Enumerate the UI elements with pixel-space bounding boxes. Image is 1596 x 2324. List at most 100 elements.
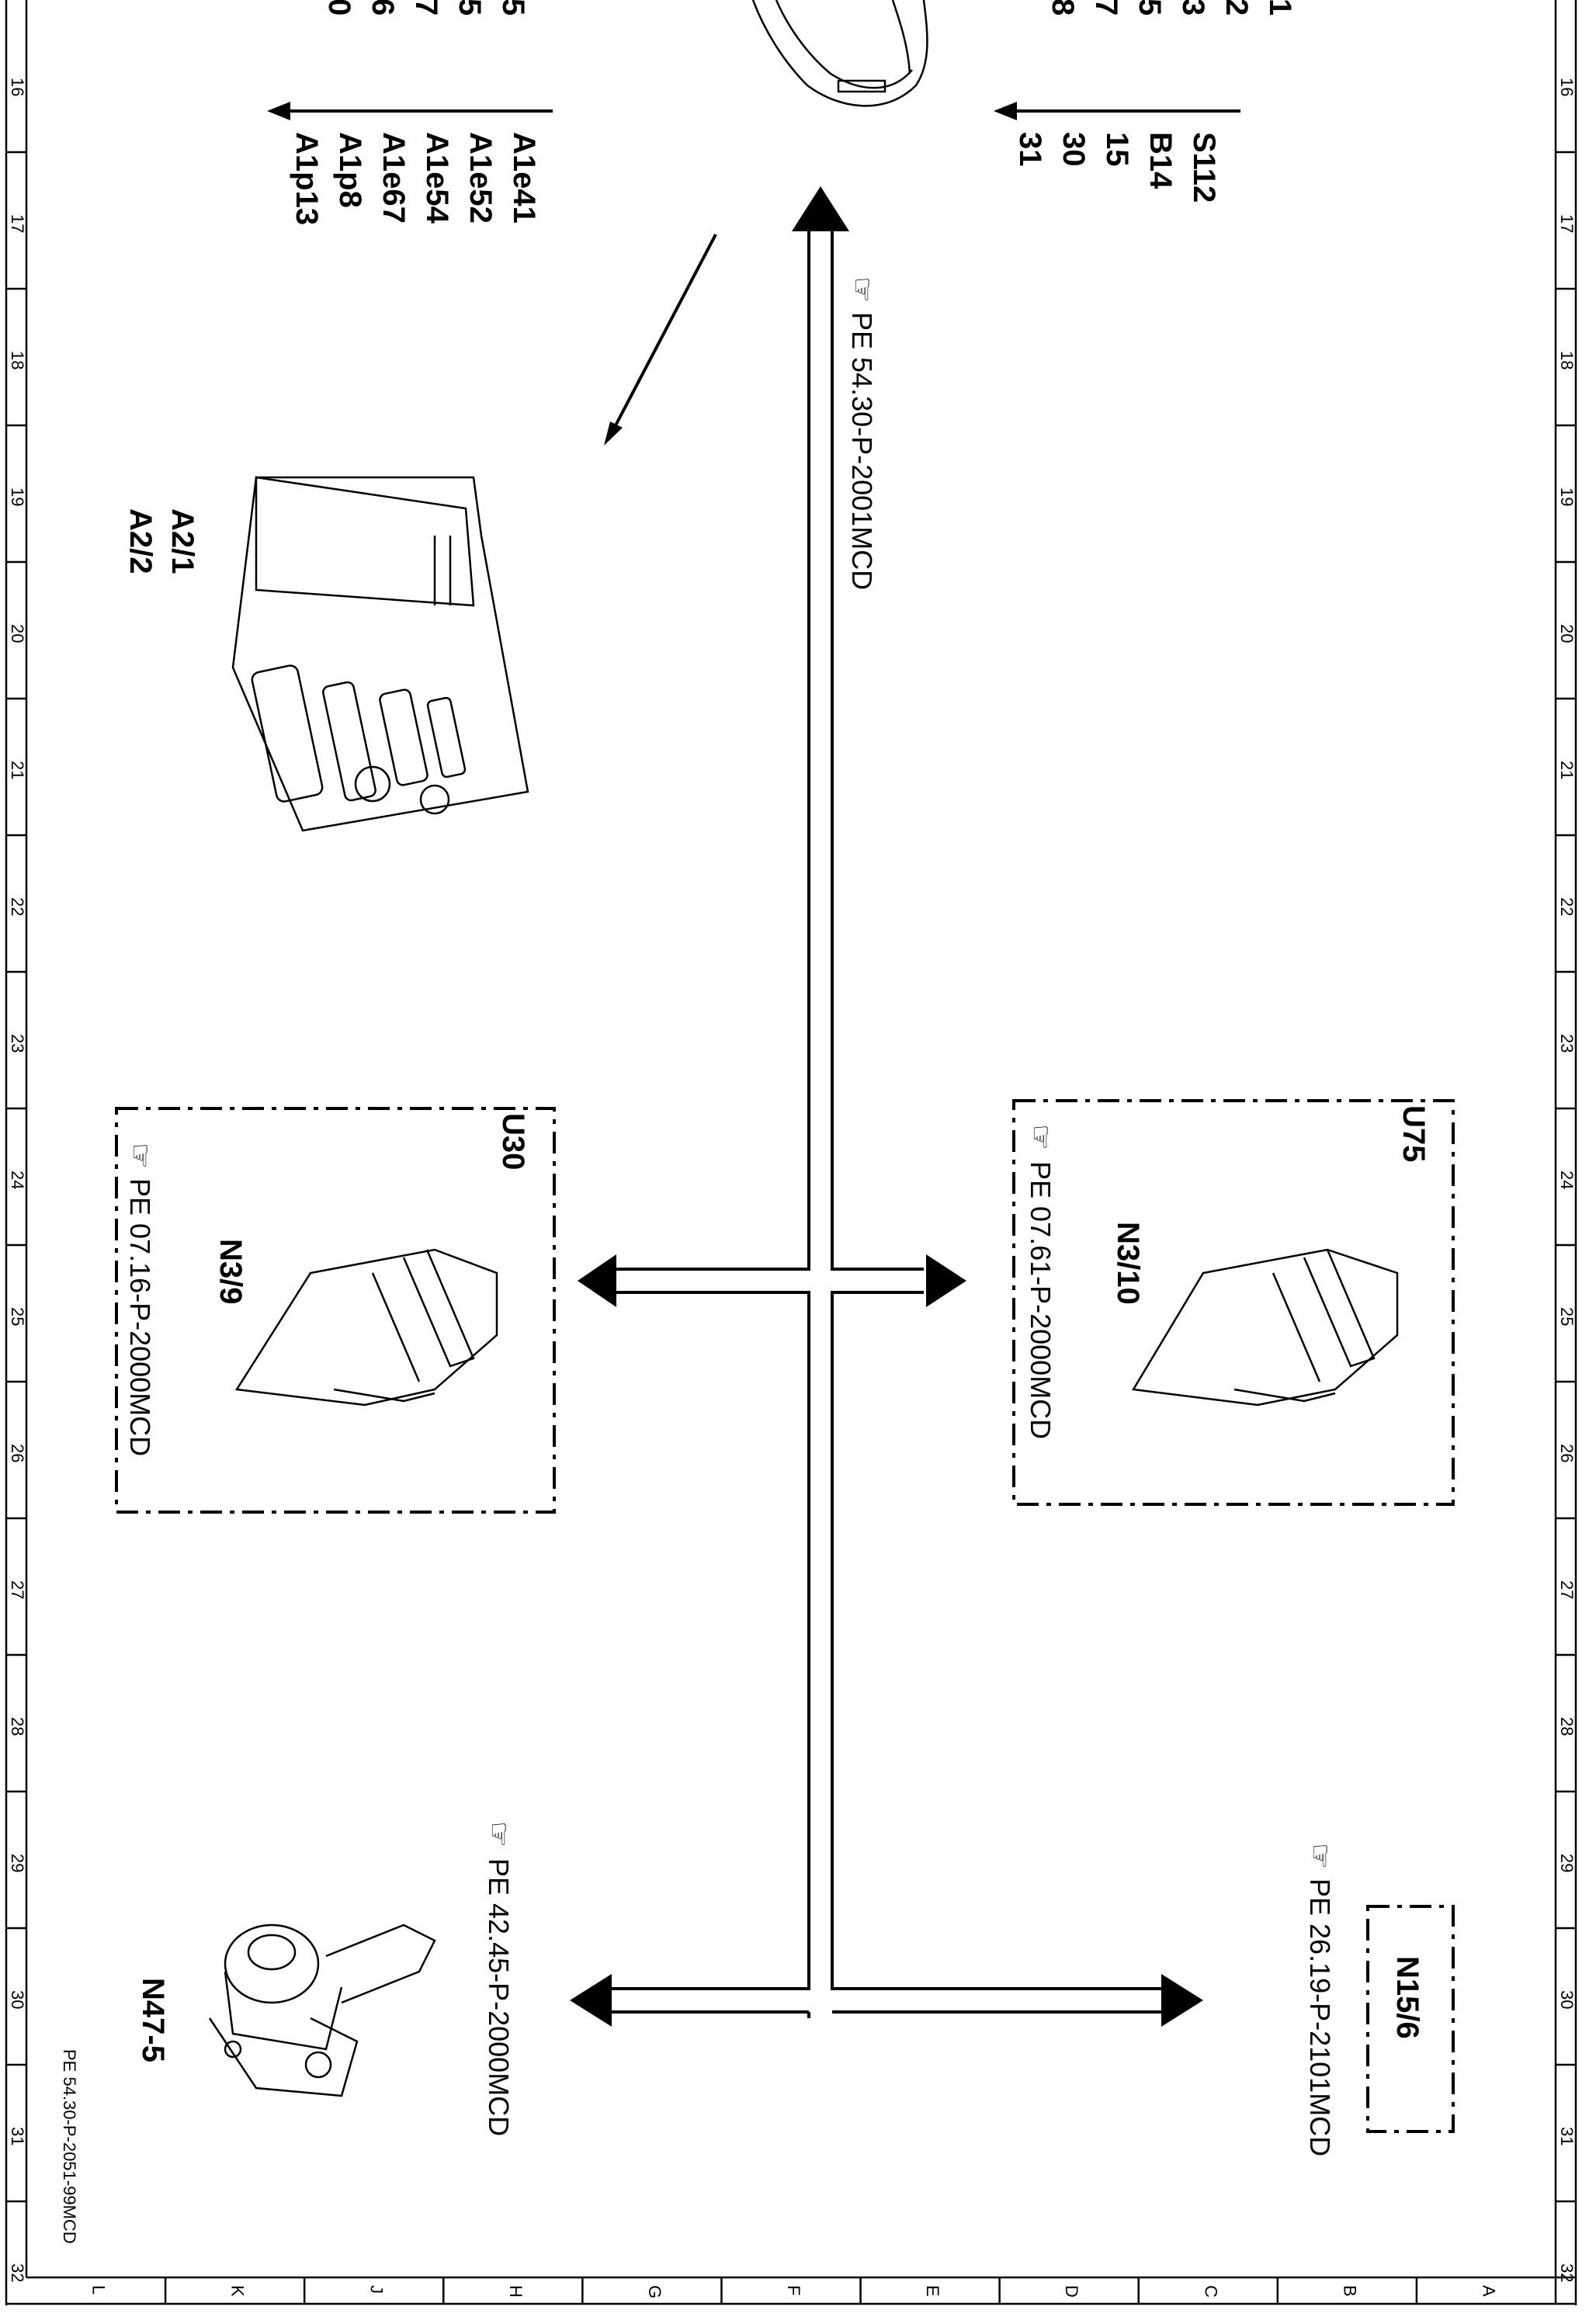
grid-column-number: 18 — [1557, 351, 1577, 369]
grid-column-number: 25 — [8, 1307, 27, 1326]
u75-frame-label: U75 — [1396, 1105, 1431, 1162]
signal-code: A1e52 — [463, 132, 498, 224]
signal-code: 30 — [1056, 132, 1091, 167]
grid-row-letter: C — [1201, 2285, 1220, 2298]
u30-component-label: N3/9 — [213, 1239, 248, 1305]
grid-row-letter: G — [645, 2285, 664, 2298]
grid-column-number: 20 — [1557, 624, 1577, 643]
grid-column-number: 19 — [8, 487, 27, 506]
right-top-codes: S112 B14 15 30 31 — [1013, 132, 1221, 203]
u30-frame — [115, 1107, 556, 1514]
radio-pointer-arrow — [604, 234, 717, 446]
grid-row-letter: E — [923, 2285, 942, 2297]
actuator-illustration — [208, 1923, 436, 2097]
module-u30: U30 N3/9 ☞ PE 07.16-P-2000MCD — [115, 1107, 556, 1514]
grid-row-letter: J — [367, 2285, 387, 2294]
right-digit: 8 — [1046, 0, 1080, 16]
grid-row-letter: D — [1062, 2285, 1081, 2298]
grid-column-number: 30 — [8, 1990, 27, 2009]
left-digit: 7 — [409, 0, 443, 16]
grid-column-number: 28 — [1557, 1717, 1577, 1736]
grid-column-number: 26 — [8, 1444, 27, 1462]
top-component-illustration — [751, 0, 928, 107]
radio-label: A2/2 — [123, 508, 158, 574]
right-digit: 7 — [1089, 0, 1123, 16]
control-unit-illustration — [1131, 1248, 1399, 1407]
grid-column-number: 31 — [8, 2127, 27, 2145]
signal-code: A1p13 — [290, 132, 324, 225]
trunk-reference: ☞ PE 54.30-P-2001MCD — [845, 276, 880, 590]
signal-code: 15 — [1100, 132, 1134, 167]
pointing-hand-icon: ☞ — [845, 276, 880, 303]
signal-code: 31 — [1013, 132, 1047, 167]
left-top-codes: A1e41 A1e52 A1e54 A1e67 A1p8 A1p13 — [290, 132, 541, 225]
grid-column-number: 17 — [1557, 214, 1577, 233]
grid-column-number: 22 — [8, 897, 27, 916]
grid-column-number: 29 — [8, 1854, 27, 1872]
grid-column-number: 22 — [1557, 897, 1577, 916]
grid-row-letter: A — [1479, 2285, 1498, 2297]
right-signal-arrow — [994, 102, 1240, 120]
trunk-arrowhead-up — [792, 186, 849, 231]
right-digit: 2 — [1220, 0, 1254, 16]
left-digit: 5 — [453, 0, 487, 16]
grid-column-number: 26 — [1557, 1444, 1577, 1462]
left-digit: 6 — [366, 0, 400, 16]
left-top-digits: 5 5 7 6 0 — [322, 0, 530, 16]
bus-trunk — [570, 186, 1203, 2027]
right-digit: 1 — [1263, 0, 1297, 16]
grid-column-number: 24 — [1557, 1171, 1577, 1189]
grid-column-number: 27 — [8, 1580, 27, 1599]
radio-labels: A2/1 A2/2 — [123, 508, 200, 574]
right-top-digits: 1 2 3 5 7 8 — [1046, 0, 1297, 16]
grid-column-number: 24 — [8, 1171, 27, 1189]
signal-code: A1e67 — [376, 132, 411, 224]
grid-column-number: 16 — [8, 78, 27, 96]
arrowhead-u75 — [926, 1254, 966, 1307]
trunk-ref-label: PE 54.30-P-2001MCD — [846, 312, 878, 590]
n47-ref-label: PE 42.45-P-2000MCD — [483, 1858, 515, 2136]
grid-column-number: 32 — [1557, 2263, 1577, 2282]
grid-column-number: 25 — [1557, 1307, 1577, 1326]
grid-column-number: 32 — [8, 2263, 27, 2282]
arrowhead-u30 — [578, 1254, 616, 1307]
module-u75: U75 N3/10 ☞ PE 07.61-P-2000MCD — [1012, 1099, 1455, 1506]
u75-component-label: N3/10 — [1111, 1222, 1145, 1305]
u30-frame-label: U30 — [496, 1113, 530, 1170]
grid-column-number: 31 — [1557, 2127, 1577, 2145]
module-n15: N15/6 ☞ PE 26.19-P-2101MCD — [1303, 1843, 1455, 2156]
u75-frame — [1012, 1099, 1455, 1506]
grid-column-number: 29 — [1557, 1854, 1577, 1872]
left-digit: 0 — [322, 0, 356, 16]
grid-row-letter: L — [89, 2285, 109, 2295]
grid-row-letter: B — [1340, 2285, 1359, 2297]
grid-column-number: 17 — [8, 214, 27, 233]
pointing-hand-icon: ☞ — [482, 1821, 516, 1847]
pointing-hand-icon: ☞ — [123, 1143, 158, 1169]
arrowhead-n47 — [570, 1974, 612, 2027]
radio-label: A2/1 — [165, 508, 200, 574]
pointing-hand-icon: ☞ — [1024, 1124, 1058, 1150]
grid-column-number: 20 — [8, 624, 27, 643]
grid-column-number: 27 — [1557, 1580, 1577, 1599]
u75-ref-label: PE 07.61-P-2000MCD — [1025, 1161, 1056, 1439]
radio-unit-illustration — [231, 476, 529, 832]
grid-column-number: 28 — [8, 1717, 27, 1736]
left-digit: 5 — [496, 0, 530, 16]
grid-column-number: 21 — [8, 761, 27, 779]
grid-column-number: 16 — [1557, 78, 1577, 96]
grid-column-number: 23 — [1557, 1034, 1577, 1053]
signal-code: A1p8 — [333, 132, 367, 208]
control-unit-illustration — [234, 1248, 498, 1407]
pointing-hand-icon: ☞ — [1303, 1843, 1338, 1869]
grid-column-number: 21 — [1557, 761, 1577, 779]
n47-component-label: N47-5 — [136, 1978, 170, 2062]
u30-ref-label: PE 07.16-P-2000MCD — [124, 1178, 156, 1456]
n15-frame — [1366, 1905, 1455, 2133]
arrowhead-n15 — [1161, 1974, 1203, 2027]
grid-column-number: 19 — [1557, 487, 1577, 506]
right-digit: 5 — [1133, 0, 1167, 16]
signal-code: A1e41 — [507, 132, 541, 224]
